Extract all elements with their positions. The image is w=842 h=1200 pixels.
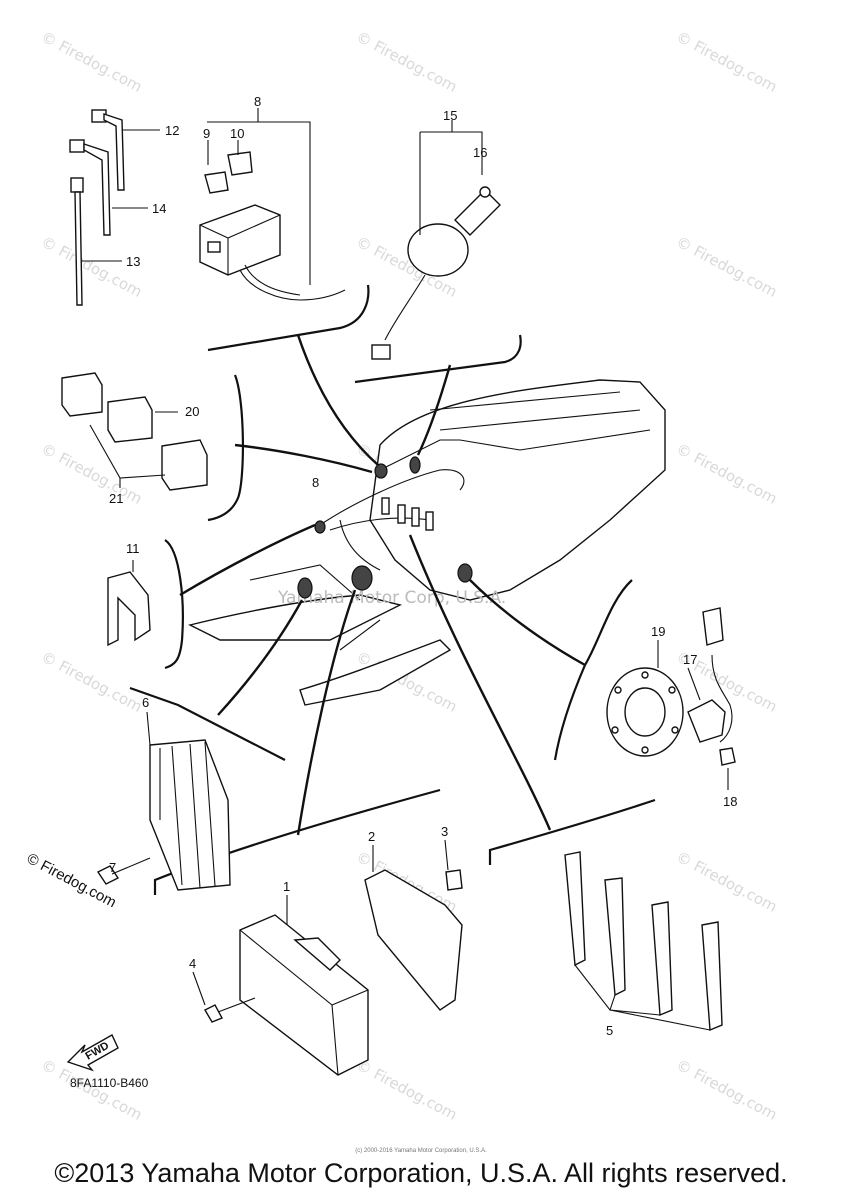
ecu-group [192,839,463,1076]
callout-labels: 1 2 3 4 5 6 7 8 8 9 10 11 12 13 14 15 16… [82,94,737,1038]
footer-copyright: ©2013 Yamaha Motor Corporation, U.S.A. A… [54,1158,788,1188]
callout-7: 7 [109,860,116,875]
rotor-sensor [606,607,736,790]
watermark: © Firedog.com [673,28,780,96]
callout-19: 19 [651,624,665,639]
callout-15: 15 [443,108,457,123]
watermark: © Firedog.com [353,1056,460,1124]
snowmobile-body: Yamaha Motor Corp, U.S.A. [187,379,666,706]
callout-14: 14 [152,201,166,216]
watermark: © Firedog.com [353,28,460,96]
callout-17: 17 [683,652,697,667]
callout-20: 20 [185,404,199,419]
ignition-coils [564,851,723,1032]
forward-arrow: FWD [66,1034,119,1072]
callout-11: 11 [126,541,140,556]
callout-18: 18 [723,794,737,809]
callout-8-top: 8 [254,94,261,109]
callout-2: 2 [368,829,375,844]
relay-assembly [371,120,501,360]
relays [61,372,208,491]
bracket-11 [107,560,151,647]
watermark: © Firedog.com [673,848,780,916]
callout-12: 12 [165,123,179,138]
watermark: © Firedog.com [38,440,145,508]
fuse-box [199,108,346,301]
callout-13: 13 [126,254,140,269]
callout-16: 16 [473,145,487,160]
callout-21: 21 [109,491,123,506]
callout-10: 10 [230,126,244,141]
callout-9: 9 [203,126,210,141]
rectifier-regulator [96,711,231,891]
leader-lines [179,334,586,836]
callout-1: 1 [283,879,290,894]
watermark: © Firedog.com [673,233,780,301]
center-watermark: Yamaha Motor Corp, U.S.A. [277,588,506,608]
wire-harness [297,439,521,599]
cable-ties [69,109,125,306]
callout-3: 3 [441,824,448,839]
callout-6: 6 [142,695,149,710]
watermark: © Firedog.com [38,28,145,96]
footer-small-copyright: (c) 2000-2016 Yamaha Motor Corporation, … [355,1148,487,1154]
callout-5: 5 [606,1023,613,1038]
diagram-code: 8FA1110-B460 [70,1076,149,1090]
watermark: © Firedog.com [38,648,145,716]
callout-4: 4 [189,956,196,971]
watermark: © Firedog.com [673,1056,780,1124]
watermark: © Firedog.com [673,440,780,508]
callout-8-harness: 8 [312,475,319,490]
